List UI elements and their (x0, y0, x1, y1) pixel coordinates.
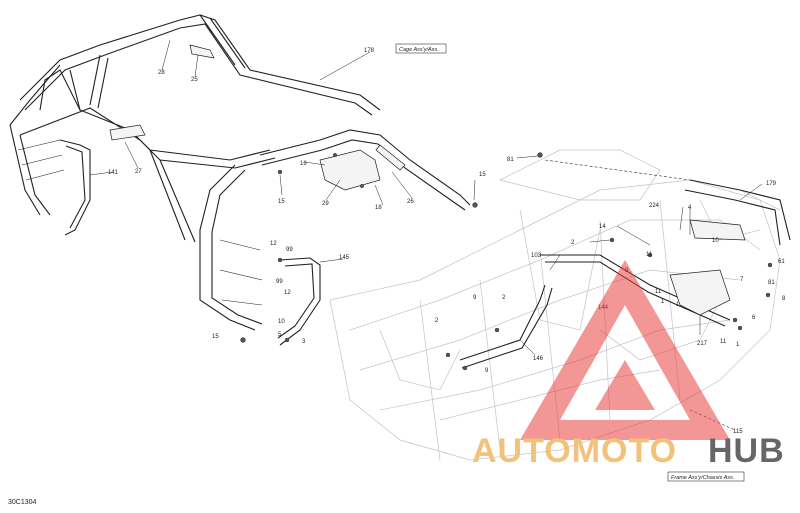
callout-15-mid: 15 (278, 199, 285, 205)
callout-1-right: 1 (676, 302, 680, 308)
callout-25: 25 (191, 77, 198, 83)
callout-6: 6 (752, 315, 756, 321)
callout-81-top: 81 (507, 157, 514, 163)
frame-reference-line (689, 409, 736, 431)
callout-14: 14 (599, 224, 606, 230)
brackets (109, 44, 746, 316)
callout-146: 146 (533, 356, 544, 362)
callout-11-upper: 11 (646, 252, 653, 258)
callout-29: 29 (322, 201, 329, 207)
watermark-hub: HUB (708, 432, 785, 470)
callout-61: 61 (778, 259, 785, 265)
callout-9-bottom: 9 (485, 368, 489, 374)
callout-1-center: 1 (661, 299, 665, 305)
callout-2-rear: 2 (571, 240, 575, 246)
callout-217: 217 (697, 341, 708, 347)
callout-141: 141 (108, 170, 119, 176)
callout-224: 224 (649, 203, 660, 209)
callout-7: 7 (740, 277, 744, 283)
frame-reference-label: Frame Ass'y/Chassis Ass. (671, 475, 734, 481)
callout-115: 115 (733, 429, 743, 435)
leader-lines (89, 39, 763, 356)
callout-11-bottom: 11 (720, 339, 727, 345)
grab-bars (59, 139, 791, 369)
callout-27: 27 (135, 169, 142, 175)
callout-26: 26 (407, 199, 414, 205)
callout-11-lower: 11 (655, 289, 662, 295)
callout-10-rear: 10 (712, 238, 719, 244)
cage-reference-label: Cage Ass'y/Ass. (399, 47, 439, 53)
document-id: 30C1304 (8, 499, 37, 506)
fasteners (240, 152, 773, 371)
callout-145: 145 (339, 255, 350, 261)
callout-1-bottom: 1 (736, 342, 740, 348)
callout-103: 103 (531, 253, 542, 259)
callout-5: 5 (278, 332, 282, 338)
callout-18: 18 (375, 205, 382, 211)
callout-2-bottom: 2 (435, 318, 439, 324)
callout-16: 16 (300, 161, 307, 167)
callout-179: 179 (766, 181, 777, 187)
callout-4: 4 (688, 205, 692, 211)
assembly-reference-line (544, 159, 691, 181)
watermark-auto: AUTOMOTO (472, 432, 677, 470)
callout-2-mid: 2 (502, 295, 506, 301)
callout-12-top: 12 (270, 241, 277, 247)
callout-8: 8 (782, 296, 786, 302)
callout-15-rear: 15 (479, 172, 486, 178)
roll-cage (9, 14, 471, 331)
automotohub-watermark: AUTOMOTO HUB (472, 260, 785, 470)
callout-3: 3 (302, 339, 306, 345)
callout-15-front: 15 (212, 334, 219, 340)
callout-28: 28 (158, 70, 165, 76)
callout-99-top: 99 (286, 247, 293, 253)
callout-10-front: 10 (278, 319, 285, 325)
callout-9-mid: 9 (473, 295, 477, 301)
cage-reference-callout: Cage Ass'y/Ass. (395, 43, 447, 54)
callout-99-bottom: 99 (276, 279, 283, 285)
callout-12-bottom: 12 (284, 290, 291, 296)
frame-reference-callout: Frame Ass'y/Chassis Ass. (667, 471, 745, 482)
callout-178: 178 (364, 48, 375, 54)
callout-81-rear: 81 (768, 280, 775, 286)
